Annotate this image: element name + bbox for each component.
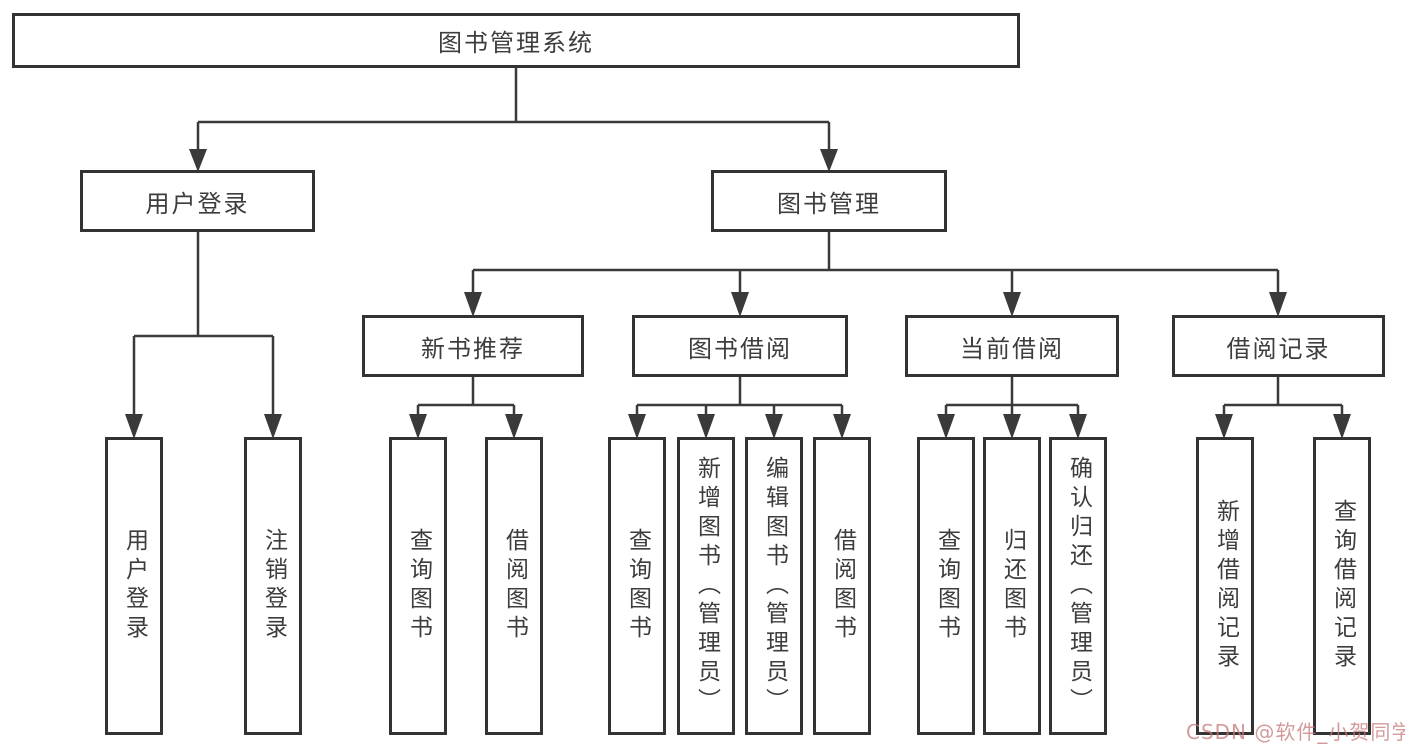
- node-book-management: 图书管理: [711, 170, 947, 232]
- node-root-system: 图书管理系统: [12, 13, 1020, 68]
- leaf-borrow-edit-books-admin-label: 编辑图书（管理员）: [761, 455, 788, 717]
- node-user-login-label: 用户登录: [145, 189, 250, 218]
- leaf-borrow-query-books: 查询图书: [608, 437, 666, 735]
- leaf-borrow-query-books-label: 查询图书: [624, 528, 651, 644]
- node-book-borrow: 图书借阅: [632, 315, 848, 377]
- leaf-user-login: 用户登录: [105, 437, 163, 735]
- leaf-records-add-record: 新增借阅记录: [1196, 437, 1254, 735]
- leaf-recommend-query-books-label: 查询图书: [405, 528, 432, 644]
- leaf-current-query-books: 查询图书: [917, 437, 975, 735]
- arrowhead-icons: [125, 149, 1351, 439]
- node-new-book-recommend: 新书推荐: [362, 315, 584, 377]
- leaf-logout: 注销登录: [244, 437, 302, 735]
- leaf-current-query-books-label: 查询图书: [933, 528, 960, 644]
- csdn-watermark: CSDN @软件_小贺同学: [1186, 720, 1405, 744]
- leaf-borrow-borrow-books-label: 借阅图书: [829, 528, 856, 644]
- leaf-current-confirm-return-admin-label: 确认归还（管理员）: [1065, 455, 1092, 717]
- leaf-current-return-books: 归还图书: [983, 437, 1041, 735]
- leaf-current-return-books-label: 归还图书: [999, 528, 1026, 644]
- leaf-recommend-borrow-books: 借阅图书: [485, 437, 543, 735]
- leaf-logout-label: 注销登录: [260, 528, 287, 644]
- leaf-recommend-borrow-books-label: 借阅图书: [501, 528, 528, 644]
- leaf-borrow-edit-books-admin: 编辑图书（管理员）: [745, 437, 803, 735]
- node-book-management-label: 图书管理: [777, 189, 881, 218]
- leaf-current-confirm-return-admin: 确认归还（管理员）: [1049, 437, 1107, 735]
- node-root-label: 图书管理系统: [438, 29, 594, 57]
- node-user-login: 用户登录: [80, 170, 315, 232]
- node-borrow-records-label: 借阅记录: [1226, 334, 1331, 363]
- node-current-borrow-label: 当前借阅: [960, 334, 1064, 363]
- leaf-borrow-borrow-books: 借阅图书: [813, 437, 871, 735]
- leaf-records-add-record-label: 新增借阅记录: [1212, 499, 1239, 673]
- leaf-recommend-query-books: 查询图书: [389, 437, 447, 735]
- leaf-user-login-label: 用户登录: [121, 528, 148, 644]
- node-new-book-recommend-label: 新书推荐: [421, 334, 525, 363]
- node-book-borrow-label: 图书借阅: [688, 334, 792, 363]
- leaf-records-query-record: 查询借阅记录: [1313, 437, 1371, 735]
- leaf-records-query-record-label: 查询借阅记录: [1329, 499, 1356, 673]
- leaf-borrow-add-books-admin: 新增图书（管理员）: [677, 437, 735, 735]
- node-current-borrow: 当前借阅: [905, 315, 1119, 377]
- node-borrow-records: 借阅记录: [1172, 315, 1385, 377]
- leaf-borrow-add-books-admin-label: 新增图书（管理员）: [693, 455, 720, 717]
